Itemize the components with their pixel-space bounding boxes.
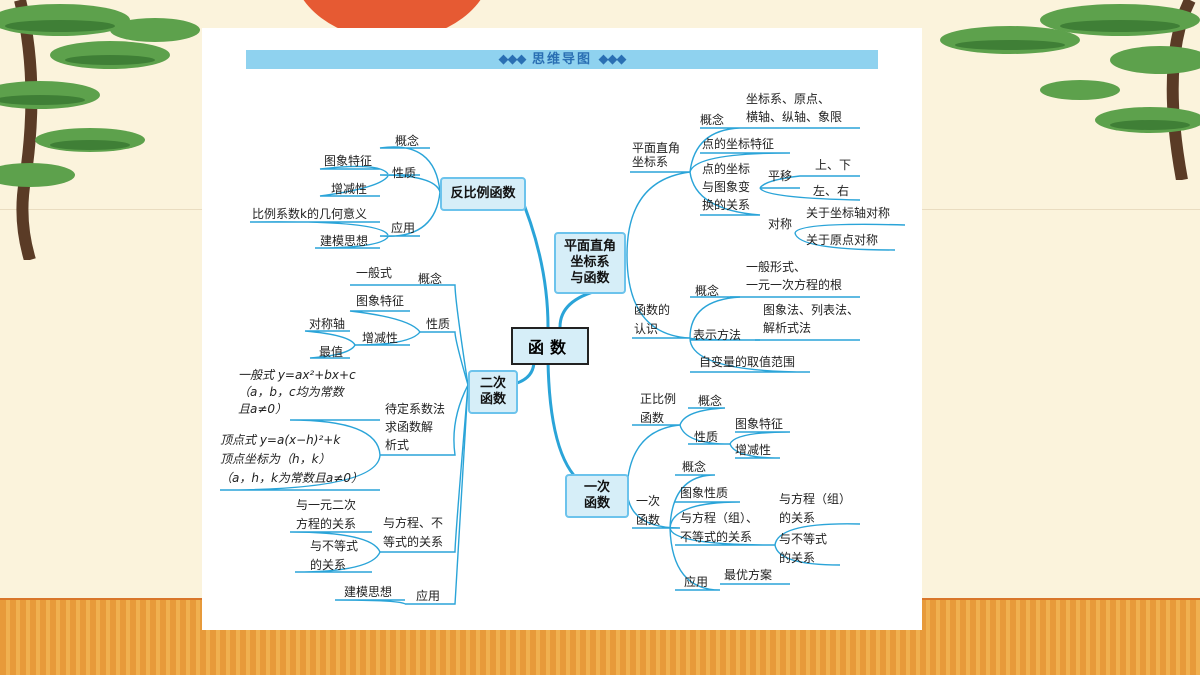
- center-node: 函数: [511, 327, 589, 365]
- node-label: 坐标系、原点、 横轴、纵轴、象限: [746, 92, 843, 124]
- node-label: 建模思想: [320, 234, 369, 248]
- node-label: 图象特征: [356, 294, 405, 308]
- node-label: 对称轴: [309, 317, 346, 331]
- node-label: 正比例 函数: [640, 392, 677, 425]
- node-label: 函数的 认识: [634, 303, 671, 336]
- node-label: 左、右: [813, 184, 850, 198]
- right-pine-tree: [940, 0, 1200, 180]
- node-label: 待定系数法 求函数解 析式: [385, 402, 446, 452]
- node-label: 应用: [391, 221, 416, 235]
- node-label: 图象法、列表法、 解析式法: [763, 303, 860, 335]
- node-label: 自变量的取值范围: [699, 355, 796, 369]
- node-label: 建模思想: [344, 585, 393, 599]
- node-label: 一般式: [356, 266, 393, 280]
- node-label: 顶点式 y=a(x−h)²+k 顶点坐标为（h，k） （a，h，k为常数且a≠0…: [220, 433, 363, 485]
- node-label: 比例系数k的几何意义: [252, 207, 367, 221]
- node-label: 最值: [319, 345, 344, 359]
- node-label: 性质: [426, 317, 451, 331]
- diamond-icon: ◆◆◆: [598, 52, 627, 67]
- node-label: 概念: [695, 284, 720, 298]
- node-label: 性质: [392, 166, 417, 180]
- center-node-label: 函数: [527, 338, 572, 357]
- branch-quadratic-label: 二次 函数: [479, 376, 506, 407]
- node-label: 一般式 y=ax²+bx+c （a，b，c均为常数 且a≠0）: [238, 368, 356, 416]
- node-label: 增减性: [331, 182, 368, 196]
- node-label: 性质: [694, 430, 719, 444]
- node-label: 平面直角 坐标系: [632, 141, 681, 169]
- node-label: 一次 函数: [636, 494, 661, 527]
- node-label: 一般形式、 一元一次方程的根: [746, 260, 843, 292]
- node-label: 关于坐标轴对称: [806, 206, 891, 220]
- node-label: 图象性质: [680, 486, 729, 500]
- node-label: 与方程、不 等式的关系: [383, 516, 444, 549]
- node-label: 增减性: [735, 443, 772, 457]
- branch-quadratic: 二次 函数: [468, 370, 518, 414]
- branch-coordinate-label: 平面直角 坐标系 与函数: [563, 239, 616, 286]
- branch-inverse: 反比例函数: [440, 177, 526, 211]
- node-label: 与方程（组）、 不等式的关系: [680, 511, 759, 544]
- left-pine-tree: [0, 0, 200, 260]
- node-label: 增减性: [362, 331, 399, 345]
- branch-linear: 一次 函数: [565, 474, 629, 518]
- node-label: 图象特征: [735, 417, 784, 431]
- banner-title: ◆◆◆ 思维导图 ◆◆◆: [246, 50, 878, 69]
- node-label: 与不等式 的关系: [310, 539, 359, 572]
- node-label: 图象特征: [324, 154, 373, 168]
- node-label: 概念: [698, 394, 723, 408]
- branch-inverse-label: 反比例函数: [450, 186, 516, 201]
- node-label: 与方程（组） 的关系: [779, 492, 852, 525]
- title-banner: ◆◆◆ 思维导图 ◆◆◆: [246, 50, 878, 69]
- node-label: 与一元二次 方程的关系: [296, 498, 357, 531]
- node-label: 点的坐标特征: [702, 137, 775, 151]
- node-label: 关于原点对称: [806, 233, 879, 247]
- node-label: 应用: [684, 575, 709, 589]
- diamond-icon: ◆◆◆: [498, 52, 526, 67]
- node-label: 对称: [768, 217, 793, 231]
- branch-coordinate: 平面直角 坐标系 与函数: [554, 232, 626, 294]
- node-label: 点的坐标 与图象变 换的关系: [702, 162, 751, 212]
- node-label: 平移: [768, 169, 793, 183]
- node-label: 与不等式 的关系: [779, 532, 828, 565]
- node-label: 概念: [418, 272, 443, 286]
- node-label: 上、下: [815, 158, 852, 172]
- banner-title-text: 思维导图: [531, 52, 592, 67]
- node-label: 概念: [682, 460, 707, 474]
- node-label: 概念: [395, 134, 420, 148]
- node-label: 最优方案: [724, 568, 773, 582]
- branch-linear-label: 一次 函数: [583, 480, 610, 511]
- node-label: 应用: [416, 589, 441, 603]
- node-label: 表示方法: [693, 328, 742, 342]
- node-label: 概念: [700, 113, 725, 127]
